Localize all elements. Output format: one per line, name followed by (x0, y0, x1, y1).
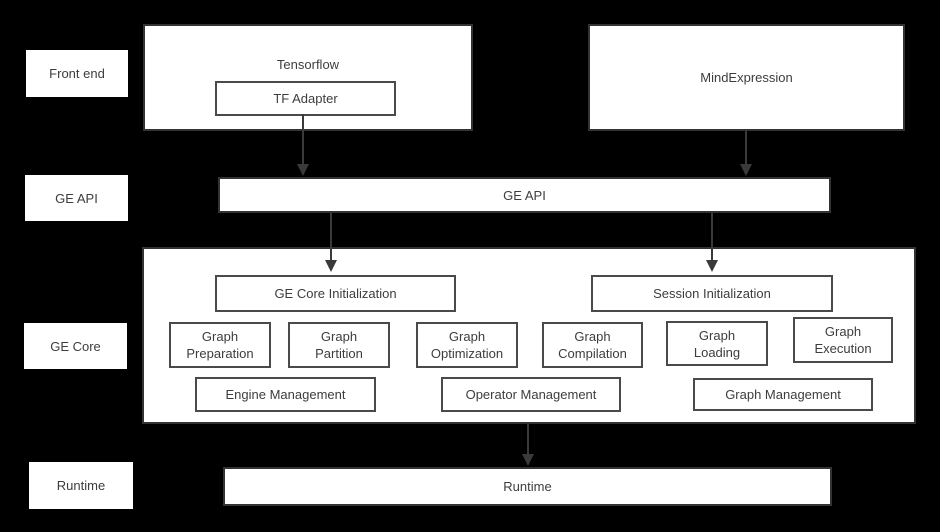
arrow-ge-api-to-session-initialization (706, 213, 718, 272)
arrow-ge-api-to-ge-core-initialization (325, 213, 337, 272)
ge-api-bar: GE API (218, 177, 831, 213)
runtime-bar: Runtime (223, 467, 832, 506)
graph-management-box: Graph Management (693, 378, 873, 411)
layer-label-runtime: Runtime (29, 462, 133, 509)
ge-core-container: GE Core Initialization Session Initializ… (142, 247, 916, 424)
layer-label-ge-core: GE Core (24, 323, 127, 369)
graph-loading-box: Graph Loading (666, 321, 768, 366)
layer-label-front-end: Front end (26, 50, 128, 97)
tf-adapter-box: TF Adapter (215, 81, 396, 116)
arrow-ge-core-to-runtime (522, 424, 534, 466)
graph-partition-box: Graph Partition (288, 322, 390, 368)
graph-execution-box: Graph Execution (793, 317, 893, 363)
operator-management-box: Operator Management (441, 377, 621, 412)
tensorflow-box: Tensorflow TF Adapter (143, 24, 473, 131)
engine-management-box: Engine Management (195, 377, 376, 412)
session-initialization-box: Session Initialization (591, 275, 833, 312)
mindexpression-box: MindExpression (588, 24, 905, 131)
tensorflow-title: Tensorflow (276, 57, 340, 72)
graph-preparation-box: Graph Preparation (169, 322, 271, 368)
layer-label-ge-api: GE API (25, 175, 128, 221)
ge-core-initialization-box: GE Core Initialization (215, 275, 456, 312)
graph-optimization-box: Graph Optimization (416, 322, 518, 368)
graph-compilation-box: Graph Compilation (542, 322, 643, 368)
arrow-tf-adapter-to-ge-api (297, 114, 309, 176)
arrow-mindexpression-to-ge-api (740, 131, 752, 176)
